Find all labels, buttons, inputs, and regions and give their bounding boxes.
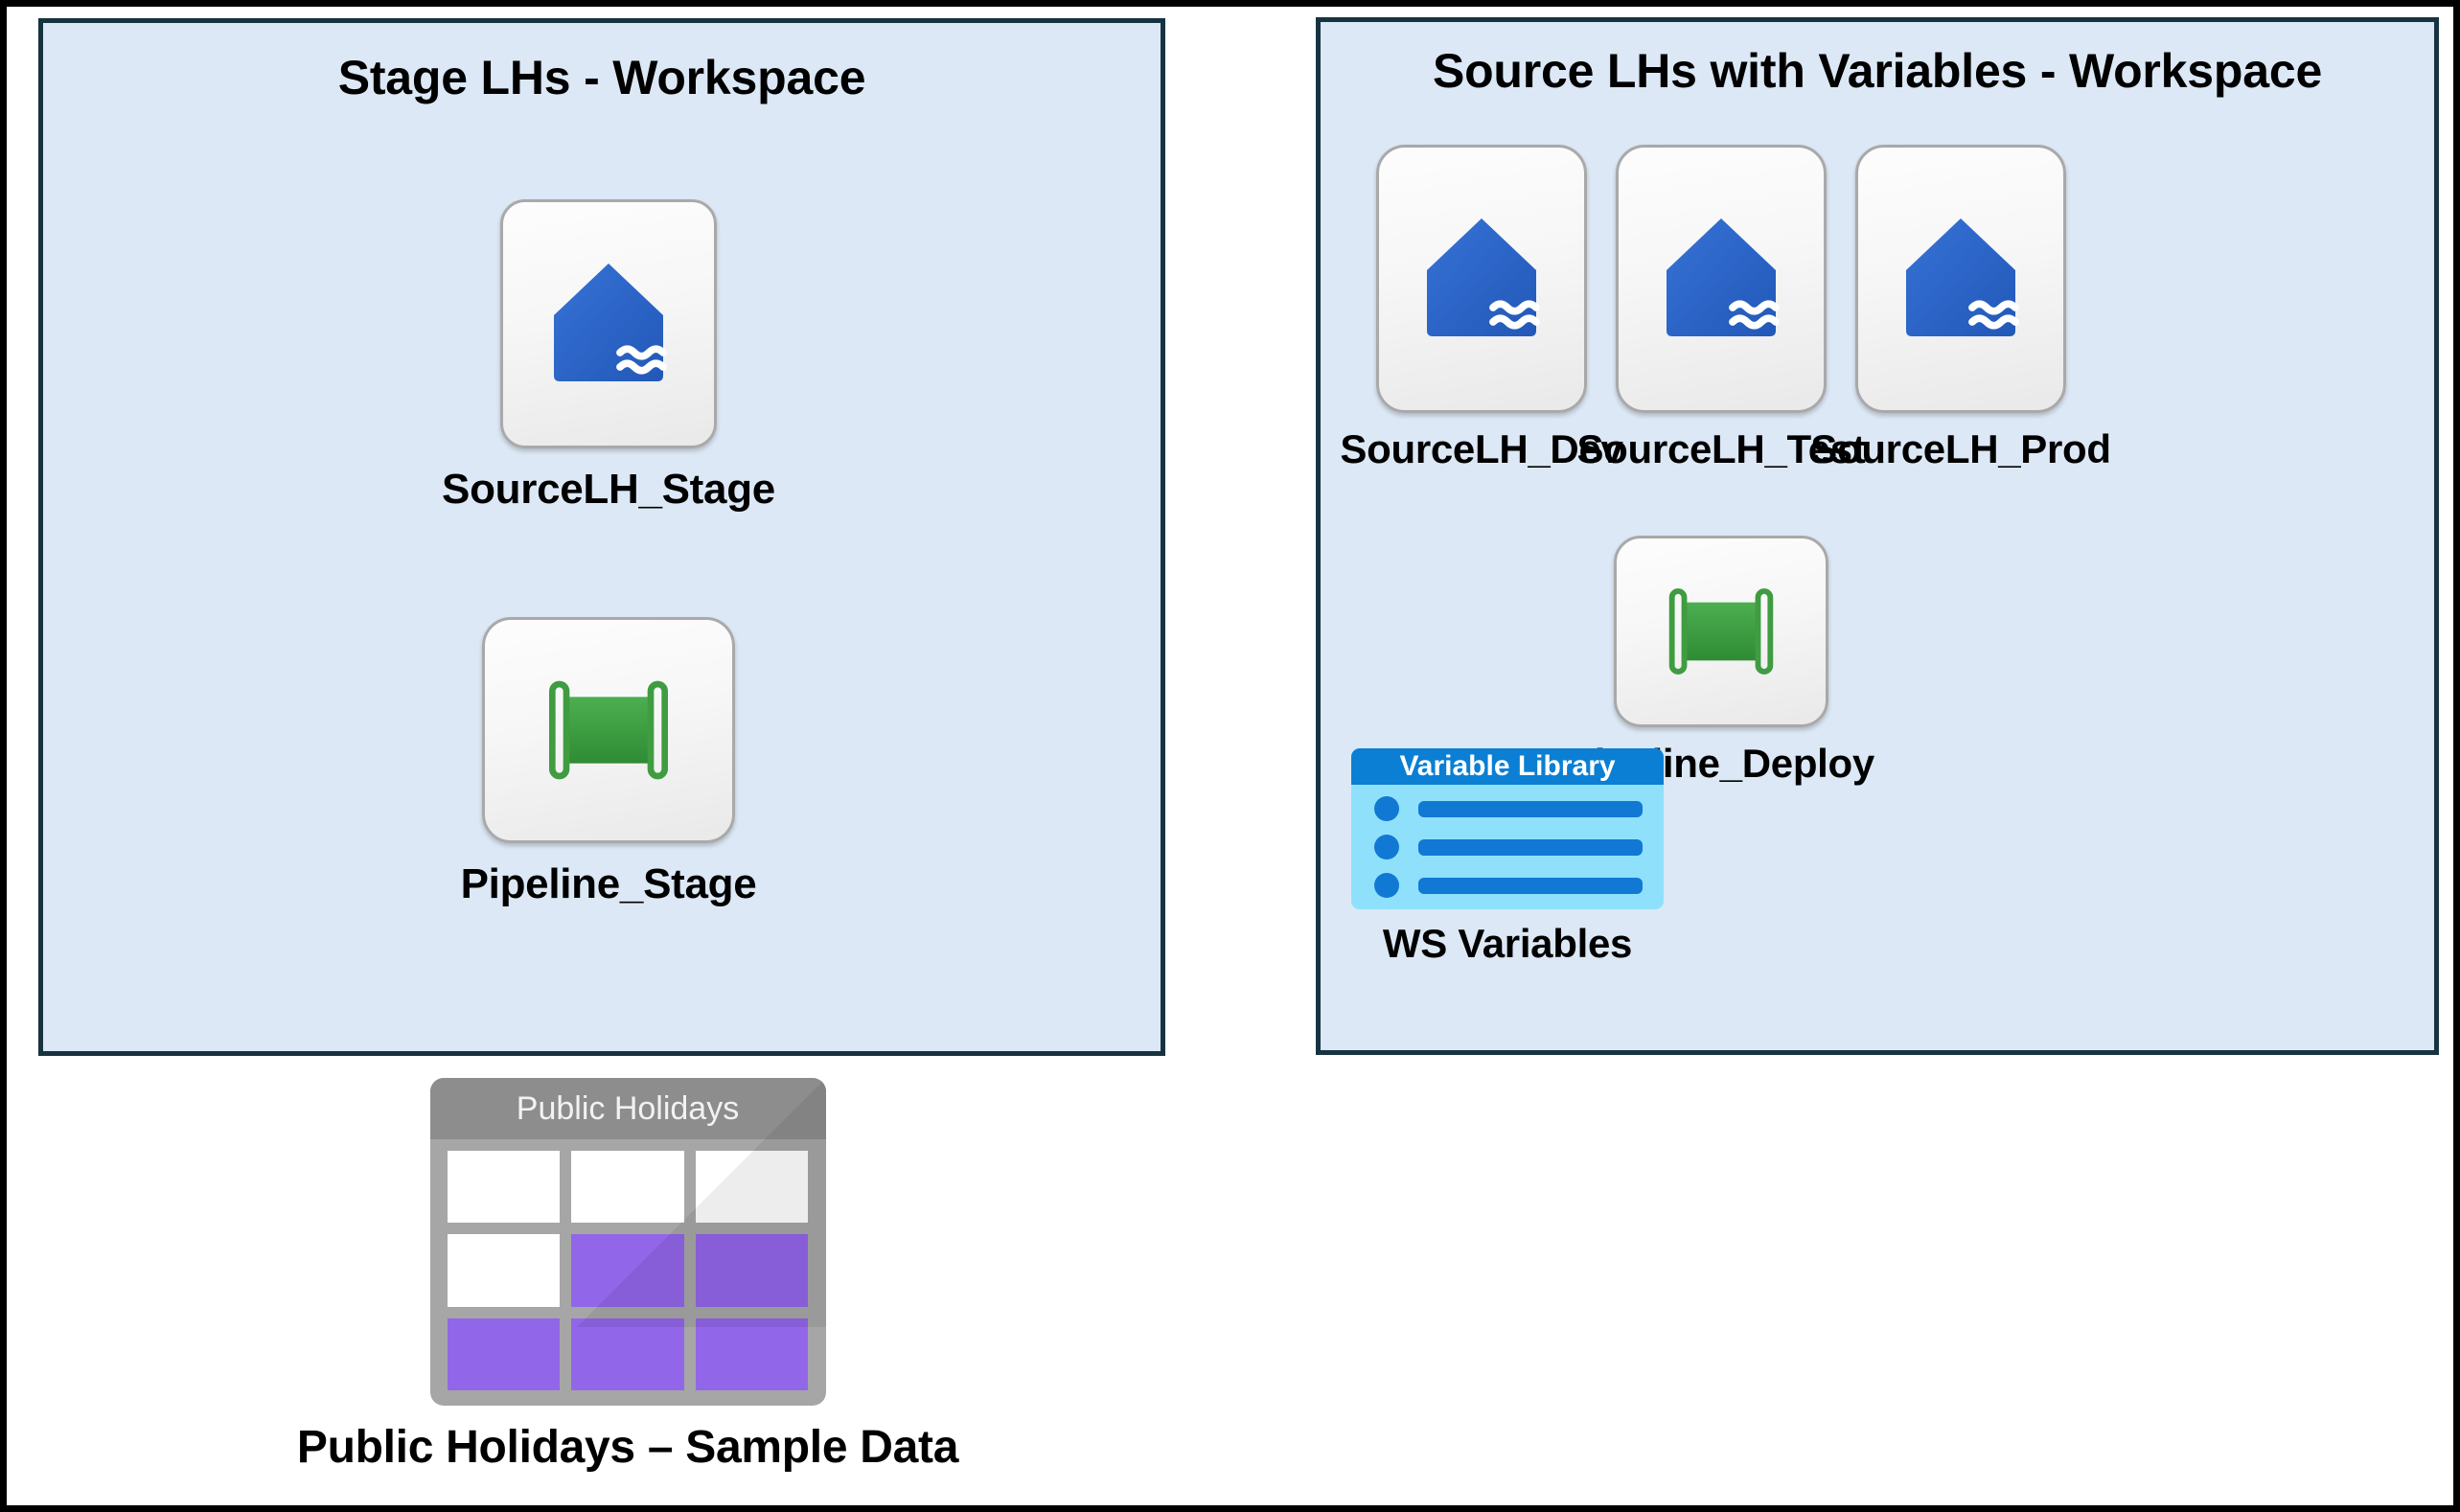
item-label-pipeline-stage: Pipeline_Stage bbox=[460, 860, 757, 907]
workspace-panel-source: Source LHs with Variables - Workspace bbox=[1316, 17, 2439, 1055]
variable-bar bbox=[1418, 877, 1643, 894]
item-label-ws-variables: WS Variables bbox=[1382, 921, 1633, 966]
lakehouse-icon[interactable] bbox=[500, 199, 717, 448]
lakehouse-icon[interactable] bbox=[1616, 145, 1827, 413]
variable-library-row bbox=[1374, 873, 1643, 898]
pipeline-icon[interactable] bbox=[1614, 536, 1828, 727]
item-label-sourcelh-dev: SourceLH_Dev bbox=[1340, 426, 1623, 471]
variable-library-title: Variable Library bbox=[1351, 748, 1664, 785]
item-sourcelh-dev[interactable]: SourceLH_Dev bbox=[1338, 145, 1625, 472]
item-pipeline-deploy[interactable]: Pipeline_Deploy bbox=[1568, 536, 1874, 787]
panel-title-source: Source LHs with Variables - Workspace bbox=[1432, 44, 2323, 98]
table-cell bbox=[571, 1317, 684, 1390]
table-cell bbox=[571, 1151, 684, 1224]
workspace-panel-stage: Stage LHs - Workspace bbox=[38, 18, 1165, 1056]
table-cell bbox=[695, 1151, 809, 1224]
variable-library-row bbox=[1374, 835, 1643, 859]
item-label-public-holidays: Public Holidays – Sample Data bbox=[296, 1422, 959, 1473]
bullet-dot-icon bbox=[1374, 873, 1399, 898]
variable-library-row bbox=[1374, 796, 1643, 821]
item-label-sourcelh-prod: SourceLH_Prod bbox=[1810, 426, 2111, 471]
bullet-dot-icon bbox=[1374, 835, 1399, 859]
table-icon[interactable]: Public Holidays bbox=[429, 1078, 826, 1406]
item-sourcelh-test[interactable]: SourceLH_Test bbox=[1576, 145, 1866, 472]
item-label-sourcelh-test: SourceLH_Test bbox=[1576, 426, 1866, 471]
item-sourcelh-stage[interactable]: SourceLH_Stage bbox=[442, 199, 775, 514]
table-cell bbox=[695, 1234, 809, 1307]
variable-library-icon[interactable]: Variable Library bbox=[1351, 748, 1664, 909]
variable-bar bbox=[1418, 838, 1643, 856]
table-cell bbox=[447, 1234, 561, 1307]
bullet-dot-icon bbox=[1374, 796, 1399, 821]
table-cell bbox=[447, 1317, 561, 1390]
lakehouse-icon[interactable] bbox=[1855, 145, 2066, 413]
table-title: Public Holidays bbox=[429, 1078, 826, 1139]
lakehouse-icon[interactable] bbox=[1376, 145, 1587, 413]
variable-bar bbox=[1418, 800, 1643, 817]
table-cell bbox=[447, 1151, 561, 1224]
item-ws-variables[interactable]: Variable Library WS Varia bbox=[1349, 748, 1666, 967]
pipeline-icon[interactable] bbox=[482, 617, 735, 843]
table-cell bbox=[695, 1317, 809, 1390]
item-label-sourcelh-stage: SourceLH_Stage bbox=[442, 466, 775, 513]
item-sourcelh-prod[interactable]: SourceLH_Prod bbox=[1810, 145, 2111, 472]
table-cell bbox=[571, 1234, 684, 1307]
item-pipeline-stage[interactable]: Pipeline_Stage bbox=[461, 617, 757, 908]
item-public-holidays-sample-data[interactable]: Public Holidays Public Holidays – Sample… bbox=[240, 1078, 1016, 1474]
panel-title-stage: Stage LHs - Workspace bbox=[337, 51, 866, 104]
